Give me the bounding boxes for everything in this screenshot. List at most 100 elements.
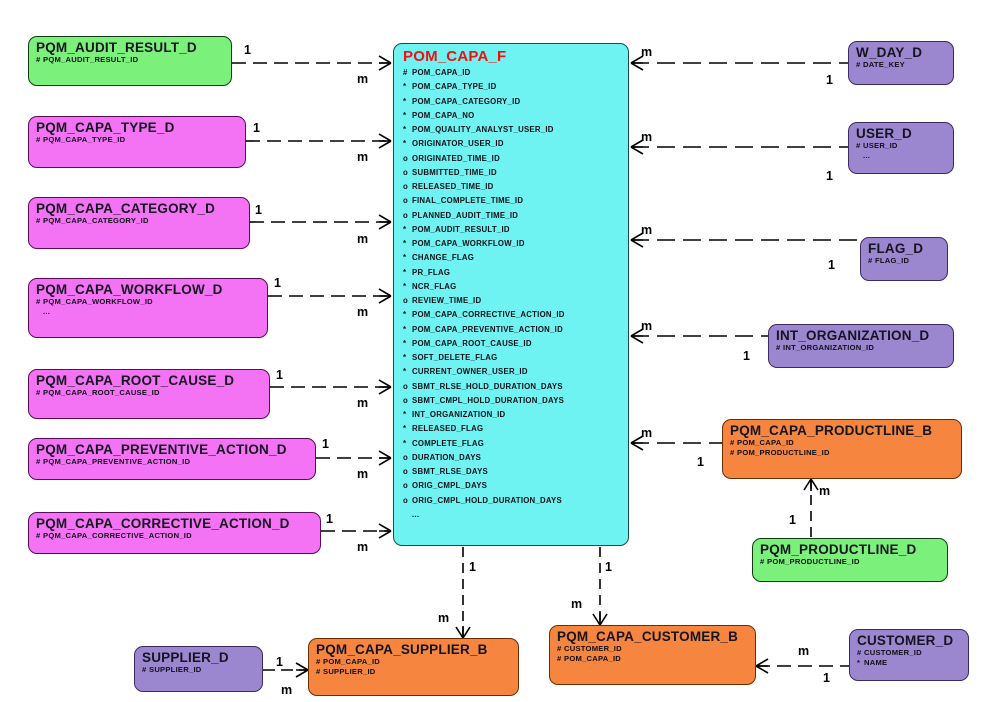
cardinality-label: m xyxy=(438,611,450,625)
entity-flag-d[interactable]: FLAG_D #FLAG_ID xyxy=(860,237,948,281)
entity-title: PQM_PRODUCTLINE_D xyxy=(760,542,917,557)
cardinality-label: m xyxy=(798,644,810,658)
entity-title: PQM_CAPA_CORRECTIVE_ACTION_D xyxy=(36,516,290,531)
attribute-name: INT_ORGANIZATION_ID xyxy=(412,410,506,419)
optional-marker-icon: o xyxy=(403,381,409,391)
attribute-row: #SUPPLIER_ID xyxy=(142,665,255,675)
attribute-row: #POM_CAPA_ID xyxy=(316,657,511,667)
attribute-row: #SUPPLIER_ID xyxy=(316,667,511,677)
crowsfoot-fact-left-2 xyxy=(378,133,392,149)
attribute-row: #PQM_CAPA_CATEGORY_ID xyxy=(36,216,242,226)
attribute-name: PQM_AUDIT_RESULT_ID xyxy=(43,55,139,64)
attribute-list: #POM_PRODUCTLINE_ID xyxy=(760,557,940,567)
attribute-name: POM_CAPA_ID xyxy=(564,654,622,664)
entity-pqm-audit-result-d[interactable]: PQM_AUDIT_RESULT_D #PQM_AUDIT_RESULT_ID xyxy=(28,36,232,86)
attribute-name: POM_CAPA_CORRECTIVE_ACTION_ID xyxy=(412,310,565,320)
pk-marker-icon: # xyxy=(142,665,147,674)
entity-int-organization-d[interactable]: INT_ORGANIZATION_D #INT_ORGANIZATION_ID xyxy=(768,324,954,368)
attribute-row: * NCR_FLAG xyxy=(403,280,619,294)
mandatory-marker-icon: * xyxy=(403,281,407,291)
optional-marker-icon: o xyxy=(403,182,409,191)
attribute-list: #PQM_AUDIT_RESULT_ID xyxy=(36,55,224,65)
entity-pqm-capa-category-d[interactable]: PQM_CAPA_CATEGORY_D #PQM_CAPA_CATEGORY_I… xyxy=(28,197,250,249)
mandatory-marker-icon: * xyxy=(403,338,407,348)
attribute-name: SBMT_CMPL_HOLD_DURATION_DAYS xyxy=(412,395,565,405)
attribute-name: SBMT_RLSE_DAYS xyxy=(412,467,489,476)
attribute-row: *SOFT_DELETE_FLAG xyxy=(403,351,619,365)
crowsfoot-customer-bridge xyxy=(592,613,608,626)
mandatory-marker-icon: * xyxy=(403,139,407,149)
entity-title: PQM_CAPA_CATEGORY_D xyxy=(36,201,216,216)
attribute-row: #DATE_KEY xyxy=(856,60,946,70)
cardinality-label: 1 xyxy=(743,349,750,363)
crowsfoot-fact-left-4 xyxy=(378,288,392,304)
entity-pqm-productline-d[interactable]: PQM_PRODUCTLINE_D #POM_PRODUCTLINE_ID xyxy=(752,538,948,582)
attribute-list: #PQM_CAPA_WORKFLOW_ID ... xyxy=(36,297,260,317)
entity-pqm-capa-supplier-b[interactable]: PQM_CAPA_SUPPLIER_B #POM_CAPA_ID #SUPPLI… xyxy=(308,638,519,696)
entity-pqm-capa-corrective-action-d[interactable]: PQM_CAPA_CORRECTIVE_ACTION_D #PQM_CAPA_C… xyxy=(28,512,321,554)
mandatory-marker-icon: * xyxy=(857,658,861,668)
attribute-name: FINAL_COMPLETE_TIME_ID xyxy=(412,196,524,206)
attribute-row-ellipsis: ... xyxy=(36,307,260,317)
attribute-row: #POM_CAPA_ID xyxy=(403,66,619,80)
mandatory-marker-icon: * xyxy=(403,82,407,92)
attribute-list: #PQM_CAPA_PREVENTIVE_ACTION_ID xyxy=(36,457,308,467)
optional-marker-icon: o xyxy=(403,210,409,220)
entity-pom-capa-f[interactable]: POM_CAPA_F #POM_CAPA_ID*POM_CAPA_TYPE_ID… xyxy=(393,43,629,546)
attribute-name: ORIG_CMPL_DAYS xyxy=(412,481,488,491)
entity-pqm-capa-root-cause-d[interactable]: PQM_CAPA_ROOT_CAUSE_D #PQM_CAPA_ROOT_CAU… xyxy=(28,369,270,419)
cardinality-label: 1 xyxy=(274,276,281,290)
cardinality-label: 1 xyxy=(697,455,704,469)
mandatory-marker-icon: * xyxy=(403,438,407,448)
attribute-list: #CUSTOMER_ID #POM_CAPA_ID xyxy=(557,644,748,664)
optional-marker-icon: o xyxy=(403,296,409,305)
attribute-row: *ORIGINATOR_USER_ID xyxy=(403,137,619,151)
attribute-list: #PQM_CAPA_CATEGORY_ID xyxy=(36,216,242,226)
attribute-name: POM_CAPA_ID xyxy=(412,68,471,77)
entity-pqm-capa-workflow-d[interactable]: PQM_CAPA_WORKFLOW_D #PQM_CAPA_WORKFLOW_I… xyxy=(28,278,268,338)
entity-pqm-capa-preventive-action-d[interactable]: PQM_CAPA_PREVENTIVE_ACTION_D #PQM_CAPA_P… xyxy=(28,438,316,480)
entity-supplier-d[interactable]: SUPPLIER_D #SUPPLIER_ID xyxy=(134,646,263,692)
attribute-row: *POM_CAPA_ROOT_CAUSE_ID xyxy=(403,337,619,351)
entity-title: FLAG_D xyxy=(868,241,924,256)
entity-pqm-capa-type-d[interactable]: PQM_CAPA_TYPE_D #PQM_CAPA_TYPE_ID xyxy=(28,116,246,168)
attribute-row: *NAME xyxy=(857,658,961,668)
attribute-name: ... xyxy=(863,151,871,161)
attribute-name: COMPLETE_FLAG xyxy=(412,438,485,448)
pk-marker-icon: # xyxy=(557,654,562,664)
cardinality-label: m xyxy=(641,45,653,59)
attribute-name: PLANNED_AUDIT_TIME_ID xyxy=(412,210,519,220)
pk-marker-icon: # xyxy=(36,135,41,144)
entity-title: W_DAY_D xyxy=(856,45,923,60)
attribute-name: POM_CAPA_WORKFLOW_ID xyxy=(412,239,525,248)
optional-marker-icon: o xyxy=(403,196,409,206)
attribute-list: #POM_CAPA_ID #POM_PRODUCTLINE_ID xyxy=(730,438,954,458)
attribute-row: #PQM_CAPA_CORRECTIVE_ACTION_ID xyxy=(36,531,313,541)
cardinality-label: 1 xyxy=(276,655,283,669)
attribute-name: DURATION_DAYS xyxy=(412,452,482,462)
cardinality-label: 1 xyxy=(823,671,830,685)
attribute-list: #CUSTOMER_ID *NAME xyxy=(857,648,961,668)
mandatory-marker-icon: * xyxy=(403,310,407,320)
entity-pqm-capa-productline-b[interactable]: PQM_CAPA_PRODUCTLINE_B #POM_CAPA_ID #POM… xyxy=(722,419,962,479)
entity-customer-d[interactable]: CUSTOMER_D #CUSTOMER_ID *NAME xyxy=(849,629,969,681)
attribute-row: #POM_CAPA_ID xyxy=(557,654,748,664)
entity-pqm-capa-customer-b[interactable]: PQM_CAPA_CUSTOMER_B #CUSTOMER_ID #POM_CA… xyxy=(549,625,756,685)
mandatory-marker-icon: * xyxy=(403,424,407,434)
attribute-name: POM_PRODUCTLINE_ID xyxy=(767,557,860,566)
attribute-name: REVIEW_TIME_ID xyxy=(412,296,482,305)
optional-marker-icon: o xyxy=(403,452,409,462)
attribute-list: #SUPPLIER_ID xyxy=(142,665,255,675)
crowsfoot-fact-left-7 xyxy=(378,523,392,539)
cardinality-label: m xyxy=(281,683,293,697)
attribute-name: NCR_FLAG xyxy=(412,281,457,291)
cardinality-label: 1 xyxy=(255,203,262,217)
mandatory-marker-icon: * xyxy=(403,367,407,377)
pk-marker-icon: # xyxy=(316,667,321,677)
entity-user-d[interactable]: USER_D #USER_ID ... xyxy=(848,122,954,174)
entity-w-day-d[interactable]: W_DAY_D #DATE_KEY xyxy=(848,41,954,85)
